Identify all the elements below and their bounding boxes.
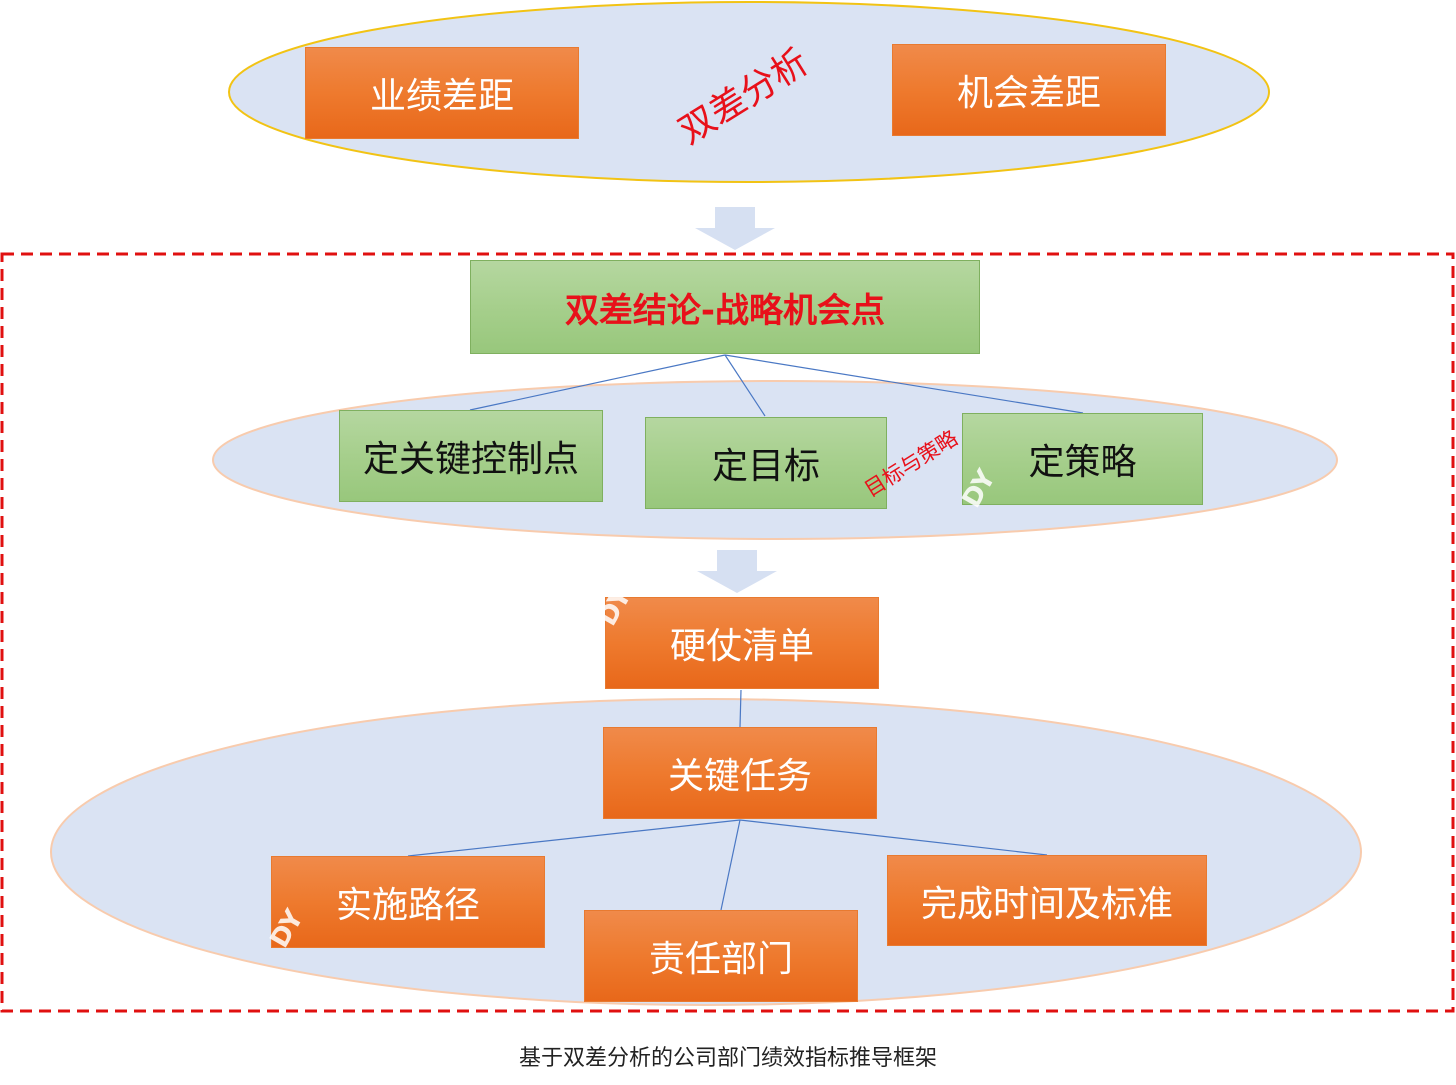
set-goals-box: 定目标 xyxy=(645,417,887,509)
set-strategy-box: 定策略 xyxy=(962,413,1203,505)
conclusion-box: 双差结论-战略机会点 xyxy=(470,260,980,354)
connector-lines xyxy=(407,354,1084,911)
timeline-standard-box: 完成时间及标准 xyxy=(887,855,1207,946)
down-arrow-icon xyxy=(697,550,777,593)
hard-battle-list-box: 硬仗清单 xyxy=(605,597,879,689)
figure-caption: 基于双差分析的公司部门绩效指标推导框架 xyxy=(518,1046,937,1071)
opportunity-gap-box: 机会差距 xyxy=(892,44,1166,136)
key-tasks-box: 关键任务 xyxy=(603,727,877,819)
strategy-dashed-frame xyxy=(0,252,1455,1013)
implementation-path-box: 实施路径 xyxy=(271,856,545,948)
down-arrow-icon xyxy=(695,207,775,250)
performance-gap-box: 业绩差距 xyxy=(305,47,579,139)
responsible-dept-box: 责任部门 xyxy=(584,910,858,1002)
key-control-point-box: 定关键控制点 xyxy=(339,410,603,502)
